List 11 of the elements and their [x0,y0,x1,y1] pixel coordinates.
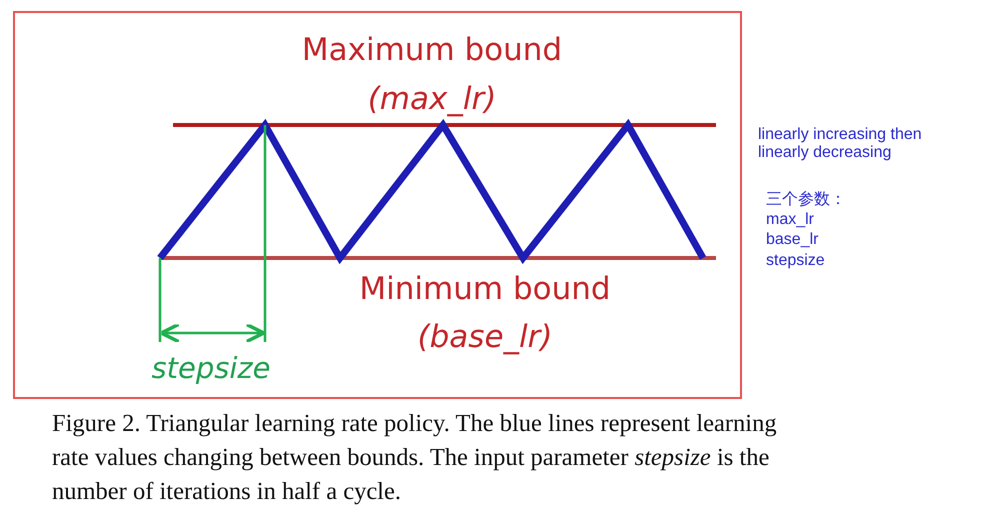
note-text: base_lr [766,231,818,250]
note-text: max_lr [766,211,814,230]
dimension-label: stepsize [152,352,270,386]
figure-caption: Figure 2. Triangular learning rate policy. The blue lines represent learning rate values changing between bounds. The input parameter stepsize is the number of iterations in half a cycle. [52,409,778,507]
note-text: linearly increasing then linearly decreasing [758,126,923,163]
note-text: 三个参数： [766,191,846,210]
parameter-label: (base_lr) [418,320,552,356]
bound-label: Maximum bound [302,33,562,69]
note-text: stepsize [766,252,825,270]
parameter-label: (max_lr) [368,82,496,118]
bound-label: Minimum bound [359,272,611,308]
